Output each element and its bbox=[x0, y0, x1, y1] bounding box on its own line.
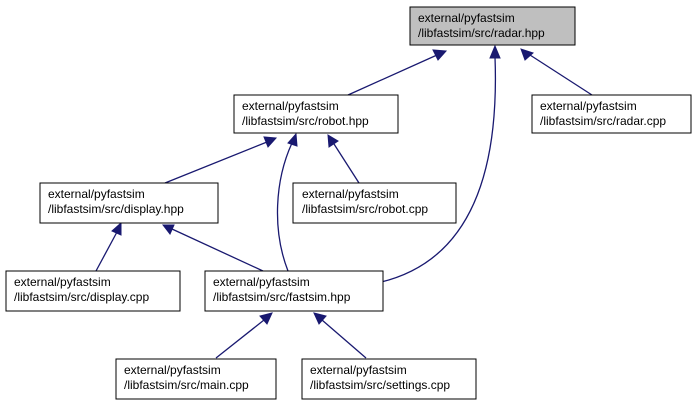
node-robot-hpp[interactable]: external/pyfastsim /libfastsim/src/robot… bbox=[233, 94, 399, 134]
node-fastsim-hpp-line2: /libfastsim/src/fastsim.hpp bbox=[213, 290, 351, 304]
arrowhead-robot-hpp-left bbox=[263, 136, 278, 148]
edges bbox=[95, 54, 593, 359]
node-main-cpp-box bbox=[115, 358, 277, 400]
node-robot-hpp-box bbox=[233, 94, 399, 134]
edge-main-cpp-to-fastsim-hpp bbox=[215, 319, 265, 359]
arrowhead-radar-hpp-right bbox=[520, 48, 534, 61]
node-radar-cpp-line2: /libfastsim/src/radar.cpp bbox=[540, 114, 666, 128]
arrowhead-display-hpp-left bbox=[111, 221, 122, 236]
edge-settings-cpp-to-fastsim-hpp bbox=[321, 319, 367, 359]
arrowhead-display-hpp-right bbox=[161, 224, 175, 235]
node-radar-cpp[interactable]: external/pyfastsim /libfastsim/src/radar… bbox=[531, 94, 692, 134]
edge-robot-hpp-to-radar-hpp bbox=[347, 54, 438, 96]
edge-robot-cpp-to-robot-hpp bbox=[333, 143, 360, 184]
node-robot-hpp-line2: /libfastsim/src/robot.hpp bbox=[242, 114, 369, 128]
node-radar-hpp-line2: /libfastsim/src/radar.hpp bbox=[418, 26, 545, 40]
node-radar-cpp-box bbox=[531, 94, 692, 134]
node-display-hpp-line1: external/pyfastsim bbox=[48, 187, 145, 201]
node-display-hpp[interactable]: external/pyfastsim /libfastsim/src/displ… bbox=[39, 182, 219, 224]
node-fastsim-hpp[interactable]: external/pyfastsim /libfastsim/src/fasts… bbox=[204, 270, 384, 312]
node-radar-hpp-line1: external/pyfastsim bbox=[418, 11, 515, 25]
node-robot-cpp-line1: external/pyfastsim bbox=[302, 187, 399, 201]
node-robot-hpp-line1: external/pyfastsim bbox=[242, 99, 339, 113]
node-fastsim-hpp-box bbox=[204, 270, 384, 312]
node-main-cpp-line2: /libfastsim/src/main.cpp bbox=[124, 378, 249, 392]
arrowhead-robot-hpp-right bbox=[327, 134, 339, 148]
node-radar-hpp[interactable]: external/pyfastsim /libfastsim/src/radar… bbox=[409, 6, 576, 46]
arrowhead-fastsim-hpp-left bbox=[259, 312, 273, 325]
edge-display-hpp-to-robot-hpp bbox=[164, 141, 268, 184]
edge-radar-cpp-to-radar-hpp bbox=[529, 54, 593, 96]
node-radar-cpp-line1: external/pyfastsim bbox=[540, 99, 637, 113]
node-display-hpp-box bbox=[39, 182, 219, 224]
arrowhead-fastsim-hpp-right bbox=[313, 312, 327, 325]
arrowhead-robot-hpp-center bbox=[287, 132, 298, 147]
edge-fastsim-hpp-to-radar-hpp bbox=[376, 56, 497, 284]
node-settings-cpp-box bbox=[301, 358, 477, 400]
node-display-cpp[interactable]: external/pyfastsim /libfastsim/src/displ… bbox=[5, 270, 181, 312]
node-display-cpp-line2: /libfastsim/src/display.cpp bbox=[14, 290, 149, 304]
edge-fastsim-hpp-to-display-hpp bbox=[171, 228, 264, 272]
node-main-cpp[interactable]: external/pyfastsim /libfastsim/src/main.… bbox=[115, 358, 277, 400]
node-main-cpp-line1: external/pyfastsim bbox=[124, 363, 221, 377]
node-robot-cpp[interactable]: external/pyfastsim /libfastsim/src/robot… bbox=[292, 182, 457, 224]
node-robot-cpp-box bbox=[292, 182, 457, 224]
node-robot-cpp-line2: /libfastsim/src/robot.cpp bbox=[302, 202, 428, 216]
node-display-cpp-box bbox=[5, 270, 181, 312]
node-radar-hpp-box bbox=[409, 6, 576, 46]
node-display-cpp-line1: external/pyfastsim bbox=[14, 275, 111, 289]
edge-fastsim-hpp-to-robot-hpp bbox=[276, 142, 293, 272]
node-fastsim-hpp-line1: external/pyfastsim bbox=[213, 275, 310, 289]
node-settings-cpp[interactable]: external/pyfastsim /libfastsim/src/setti… bbox=[301, 358, 477, 400]
node-settings-cpp-line2: /libfastsim/src/settings.cpp bbox=[310, 378, 450, 392]
arrowhead-radar-hpp-left bbox=[432, 49, 448, 61]
arrowhead-radar-hpp-center bbox=[489, 44, 501, 59]
edge-display-cpp-to-display-hpp bbox=[95, 231, 118, 272]
node-display-hpp-line2: /libfastsim/src/display.hpp bbox=[48, 202, 184, 216]
arrowheads bbox=[111, 44, 534, 325]
node-settings-cpp-line1: external/pyfastsim bbox=[310, 363, 407, 377]
